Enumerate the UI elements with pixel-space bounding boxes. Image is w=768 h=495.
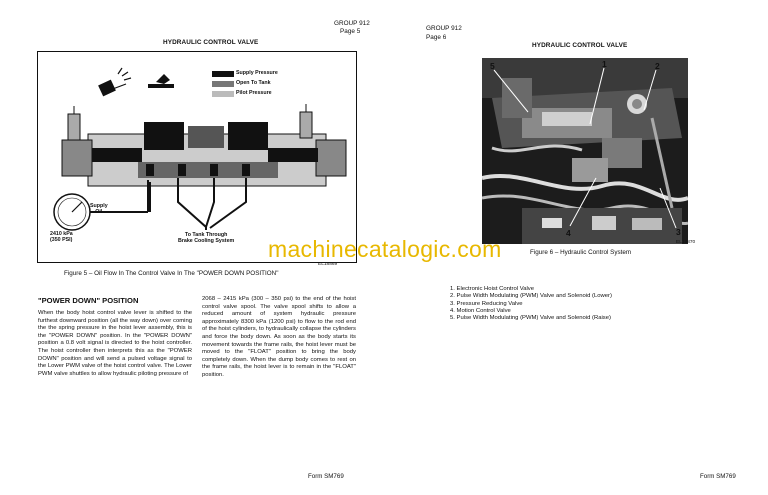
list-item: 1. Electronic Hoist Control Valve	[450, 286, 535, 292]
legend-pilot-pressure: Pilot Pressure	[236, 90, 272, 96]
legend-swatch-tank	[212, 81, 234, 87]
section-title-power-down: "POWER DOWN" POSITION	[38, 296, 139, 305]
list-item: 4. Motion Control Valve	[450, 307, 511, 314]
figure-6-code: EL18870	[676, 240, 696, 245]
list-item: 3. Pressure Reducing Valve	[450, 300, 523, 307]
left-page-number: Page 5	[340, 28, 361, 35]
figure-6-caption: Figure 6 – Hydraulic Control System	[530, 249, 632, 256]
pressure-gauge	[53, 180, 149, 231]
callout-4: 4	[566, 228, 571, 238]
figure-6-photo	[481, 58, 689, 244]
figure-5-code: EL18869	[318, 262, 338, 267]
figure-5-caption: Figure 5 – Oil Flow In The Control Valve…	[64, 270, 279, 277]
list-item: 5. Pulse Width Modulating (PWM) Valve an…	[450, 315, 611, 322]
legend-swatch-pilot	[212, 91, 234, 97]
body-column-2: 2068 – 2415 kPa (300 – 350 psi) to the e…	[202, 296, 356, 378]
legend-open-to-tank: Open To Tank	[236, 80, 271, 86]
supply-oil-label: Supply Oil	[90, 203, 108, 215]
legend-swatch-supply	[212, 71, 234, 77]
left-group-label: GROUP 912	[334, 20, 370, 27]
right-form-number: Form SM769	[700, 473, 736, 480]
watermark-text: machinecatalogic.com	[268, 236, 502, 262]
right-page-number: Page 6	[426, 34, 447, 41]
callout-1: 1	[602, 59, 607, 69]
gauge-reading-label: 2410 kPa (350 PSI)	[50, 231, 73, 243]
control-lever-icon	[98, 67, 174, 97]
left-form-number: Form SM769	[308, 473, 344, 480]
valve-body	[61, 104, 347, 187]
hydraulic-system-photo	[481, 58, 689, 244]
figure-5-diagram	[53, 67, 347, 231]
figure-5-oil-flow	[37, 51, 357, 263]
left-page-title: HYDRAULIC CONTROL VALVE	[163, 39, 259, 46]
body-column-1: When the body hoist control valve lever …	[38, 310, 192, 377]
to-tank-label: To Tank Through Brake Cooling System	[178, 232, 235, 244]
right-group-label: GROUP 912	[426, 25, 462, 32]
component-list: 1. Electronic Hoist Control Valve 2. Pul…	[450, 286, 612, 322]
right-page-title: HYDRAULIC CONTROL VALVE	[532, 42, 628, 49]
callout-3: 3	[676, 227, 681, 237]
tank-lines	[177, 178, 247, 230]
figure-6-callout-lines	[493, 67, 677, 229]
callout-5: 5	[490, 61, 495, 71]
callout-2: 2	[655, 61, 660, 71]
list-item: 2. Pulse Width Modulating (PWM) Valve an…	[450, 293, 612, 300]
legend-supply-pressure: Supply Pressure	[236, 70, 278, 76]
